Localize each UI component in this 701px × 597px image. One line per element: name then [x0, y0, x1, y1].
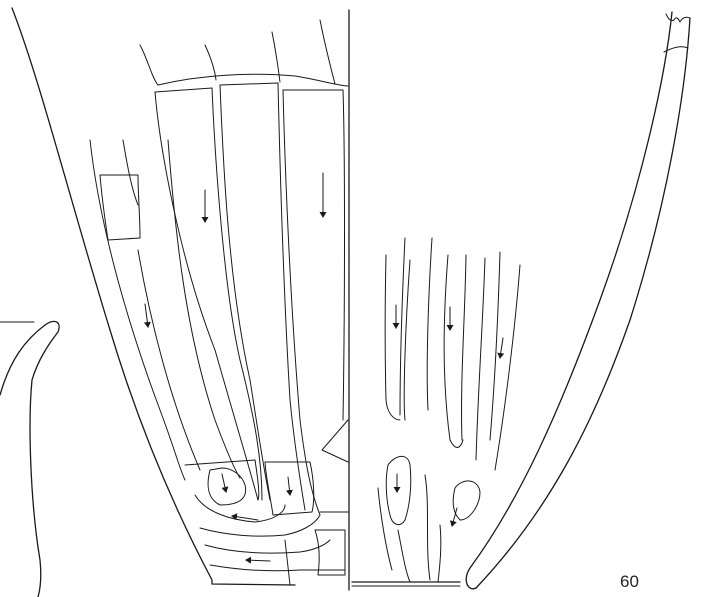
- left-specimen: [12, 8, 349, 590]
- cell-col-5: [283, 90, 320, 515]
- arrow-icon: [145, 304, 148, 327]
- filament-5: [444, 255, 463, 448]
- cell-wall-top-1: [140, 45, 158, 85]
- filament-4: [427, 238, 432, 410]
- cell-lower-1: [185, 460, 259, 500]
- cell-col-4: [220, 83, 305, 510]
- filament-frag-1: [386, 456, 411, 524]
- cell-lower-9: [315, 530, 345, 575]
- far-left-specimen: [0, 321, 59, 597]
- left-outline: [12, 8, 295, 585]
- arrow-icon: [246, 560, 270, 561]
- filament-frag-4: [453, 481, 480, 520]
- filament-frag-5: [438, 525, 441, 582]
- arrow-icon: [500, 338, 503, 358]
- hook-outline: [0, 321, 59, 597]
- filament-1: [385, 255, 400, 420]
- plate-number: 60: [620, 572, 639, 592]
- arrow-icon: [222, 474, 226, 492]
- cell-col-2: [155, 88, 262, 500]
- cell-col-6: [283, 90, 345, 420]
- cell-lower-2: [208, 468, 246, 505]
- cell-lower-8: [285, 540, 290, 585]
- tube-outer-right: [476, 18, 690, 588]
- filament-3: [404, 260, 410, 420]
- cell-lower-6: [205, 540, 330, 553]
- right-specimen: [466, 12, 690, 589]
- tube-tip-top: [666, 14, 690, 22]
- cell-lower-7: [210, 565, 345, 571]
- filament-frag-2: [378, 488, 392, 570]
- filament-frag-3: [425, 475, 430, 580]
- cell-wall-top-5: [320, 20, 335, 84]
- filament-frag-6: [398, 530, 410, 582]
- cell-col-3: [220, 85, 270, 500]
- cell-left-d: [168, 140, 240, 478]
- filament-8: [490, 252, 500, 440]
- cell-left-b: [123, 140, 138, 205]
- cell-box-small: [100, 175, 140, 240]
- tube-outer-left: [466, 12, 672, 589]
- cell-triangle: [322, 420, 348, 462]
- cell-wall-top-3: [205, 45, 216, 80]
- filament-6: [462, 255, 466, 440]
- filament-7: [476, 258, 485, 460]
- arrow-icon: [288, 477, 290, 495]
- cell-lower-5: [200, 515, 320, 536]
- right-panel: [352, 238, 520, 586]
